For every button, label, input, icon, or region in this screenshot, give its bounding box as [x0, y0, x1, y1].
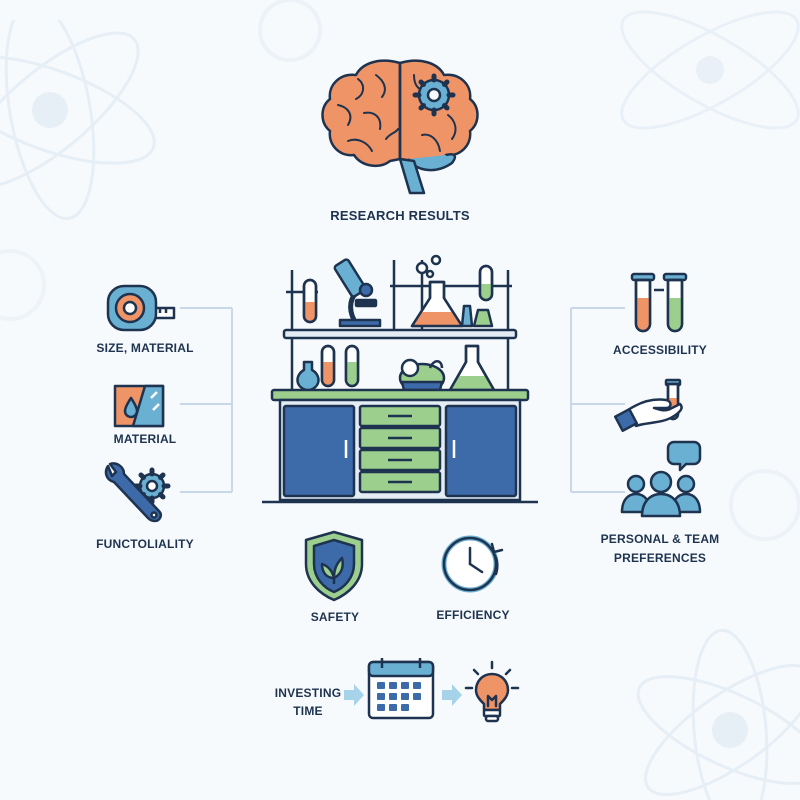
left-factor-1-label: SIZE, MATERIAL — [96, 341, 194, 355]
right-factor-3-label: PERSONAL & TEAM — [600, 532, 720, 546]
lab-bench-icon — [262, 254, 538, 504]
safety-label: SAFETY — [310, 610, 360, 624]
wrench-gear-icon — [104, 462, 171, 523]
calendar-icon — [367, 658, 435, 720]
right-factor-3-label-line2: PREFERENCES — [613, 551, 707, 565]
team-icon — [620, 440, 702, 518]
test-tubes-icon — [630, 272, 688, 333]
hand-test-tube-icon — [614, 378, 683, 433]
lightbulb-icon — [464, 660, 520, 723]
material-sample-icon — [113, 384, 165, 428]
brain-gear-icon — [321, 59, 479, 195]
shield-leaf-icon — [304, 530, 364, 602]
ring-bg-left-icon — [0, 249, 46, 321]
investing-time-label-line1: INVESTING — [274, 686, 342, 700]
left-factor-2-label: MATERIAL — [113, 432, 177, 446]
tape-measure-icon — [106, 284, 176, 332]
investing-time-label-line2: TIME — [293, 704, 323, 718]
arrow-right-icon-2 — [442, 684, 462, 706]
arrow-right-icon — [344, 684, 364, 706]
efficiency-label: EFFICIENCY — [436, 608, 510, 622]
right-connector — [570, 307, 625, 493]
right-factor-1-label: ACCESSIBILITY — [613, 343, 707, 357]
atom-bg-bottom-right-icon — [636, 628, 800, 800]
atom-bg-top-right-icon — [620, 10, 800, 130]
clock-icon — [441, 535, 504, 593]
atom-bg-top-left-icon — [0, 20, 156, 220]
research-results-title: RESEARCH RESULTS — [330, 208, 470, 223]
left-factor-3-label: FUNCTOLIALITY — [96, 537, 194, 551]
left-connector — [180, 307, 233, 493]
